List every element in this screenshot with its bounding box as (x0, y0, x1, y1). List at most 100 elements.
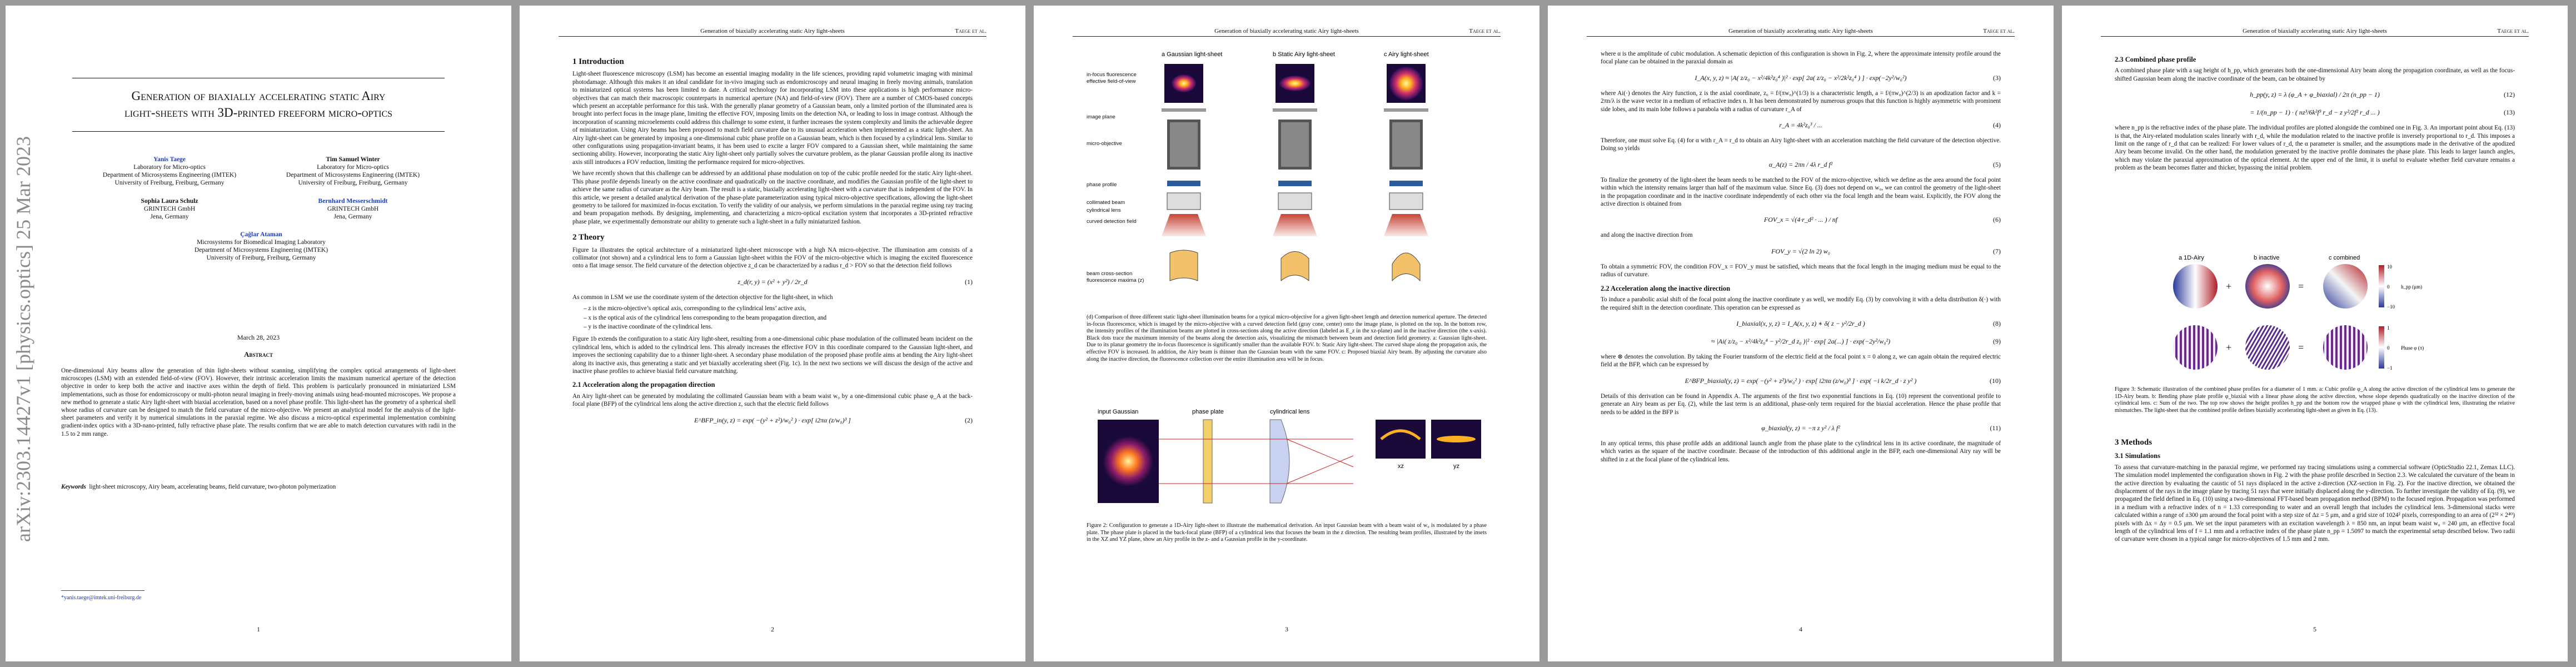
equation: r_A = 4k²z₀³ / ... (4) (1779, 121, 2001, 130)
bullet-item: – y is the inactive coordinate of the cy… (584, 323, 712, 330)
svg-text:1: 1 (2387, 325, 2390, 331)
paragraph: where n_pp is the refractive index of th… (2115, 125, 2515, 172)
paragraph: To induce a parabolic axial shift of the… (1601, 296, 2001, 311)
page-number: 3 (1285, 625, 1288, 633)
paragraph: An Airy light-sheet can be generated by … (572, 392, 973, 408)
fig1-label: micro-objective (1087, 141, 1122, 147)
equation: E^BFP_in(y, z) = exp( −(y² + z²)/w₀² ) ·… (694, 416, 973, 424)
airy-height-disc (2173, 264, 2218, 308)
author-name[interactable]: Bernhard Messerschmidt (318, 198, 388, 205)
page-4: .Generation of biaxially accelerating st… (1548, 6, 2054, 661)
running-head: .Generation of biaxially accelerating st… (1073, 28, 1501, 37)
figure-3: a 1D-Airy b inactive c combined + = 10 0… (2173, 255, 2424, 371)
paragraph: Figure 1a illustrates the optical archit… (572, 246, 973, 270)
airy-phase-disc (2173, 325, 2218, 370)
paragraph: To assess that curvature-matching in the… (2115, 464, 2515, 543)
paragraph: We have recently shown that this challen… (572, 170, 973, 225)
date: March 28, 2023 (237, 334, 280, 341)
column-top: 2.3 Combined phase profile A combined ph… (2115, 50, 2515, 176)
svg-text:−1: −1 (2387, 365, 2393, 371)
cylindrical-lens-shape (1269, 419, 1290, 504)
paragraph: Details of this derivation can be found … (1601, 392, 2001, 416)
page-2: .Generation of biaxially accelerating st… (520, 6, 1025, 661)
paper-title: Generation of biaxially accelerating sta… (124, 89, 393, 120)
equation: α_A(z) = 2πn / 4λ r_d f²(5) (1768, 160, 2001, 168)
fig3-title: a 1D-Airy (2179, 255, 2204, 261)
combined-height-disc (2323, 264, 2368, 308)
section-heading: 1 Introduction (572, 57, 624, 66)
page-5: .Generation of biaxially accelerating st… (2062, 6, 2568, 661)
section-heading: 2 Theory (572, 233, 605, 242)
paragraph: where Ai(·) denotes the Airy function, z… (1601, 89, 2001, 113)
figure-2-caption: Figure 2: Configuration to generate a 1D… (1087, 522, 1487, 543)
bullet-item: – x is the optical axis of the cylindric… (584, 314, 827, 321)
figure-1: a Gaussian light-sheet b Static Airy lig… (1087, 51, 1429, 283)
combined-phase-disc (2323, 325, 2368, 370)
svg-text:−10: −10 (2387, 304, 2395, 310)
author-name: Sophia Laura Schulz (141, 198, 198, 205)
subsection-heading: 2.2 Acceleration along the inactive dire… (1601, 284, 1731, 292)
running-head: .Generation of biaxially accelerating st… (559, 28, 986, 37)
inactive-phase-disc (2245, 325, 2290, 370)
abstract-text: One-dimensional Airy beams allow the gen… (61, 367, 456, 437)
page-1: arXiv:2303.14427v1 [physics.optics] 25 M… (6, 6, 511, 661)
author-name[interactable]: Çağlar Ataman (240, 231, 282, 238)
xz-inset (1376, 420, 1426, 459)
subsection-heading: 2.1 Acceleration along the propagation d… (572, 381, 715, 389)
author-5: Çağlar Ataman Microsystems for Biomedica… (170, 231, 353, 262)
panel-a-label: a Gaussian light-sheet (1162, 51, 1222, 58)
equation: h_pp(y, z) = λ (φ_A + φ_biaxial) / 2π (n… (2250, 91, 2515, 99)
fig1-label: beam cross-section (1087, 271, 1132, 277)
paragraph: Light-sheet fluorescence microscopy (LSM… (572, 71, 973, 166)
author-name[interactable]: Yanis Taege (153, 156, 186, 163)
fig1-label: phase profile (1087, 182, 1117, 188)
panel-a (1162, 64, 1206, 281)
fig1-label: image plane (1087, 114, 1115, 120)
column: 1 Introduction Light-sheet fluorescence … (572, 50, 973, 432)
equation: I_biaxial(x, y, z) = I_A(x, y, z) ∗ δ( z… (1736, 319, 2001, 327)
paragraph: To finalize the geometry of the light-sh… (1601, 176, 2001, 208)
column-bottom: 3 Methods 3.1 Simulations To assess that… (2115, 431, 2515, 547)
fig2-label: phase plate (1192, 409, 1224, 415)
author-name: Tim Samuel Winter (326, 156, 380, 163)
fig2-label: cylindrical lens (1270, 409, 1310, 415)
abstract-heading: Abstract (244, 350, 273, 359)
fig2-label: xz (1398, 463, 1404, 470)
inactive-height-disc (2245, 264, 2290, 308)
paragraph: and along the inactive direction from (1601, 232, 1693, 239)
svg-text:+: + (2226, 342, 2231, 353)
phase-plate-shape (1203, 419, 1213, 504)
equation: φ_biaxial(y, z) = −π z y² / λ f²(11) (1761, 424, 2001, 432)
page-number: 2 (771, 625, 774, 633)
equation: z_d(r, y) = (x² + y²) / 2r_d(1) (738, 277, 973, 286)
figure-3-caption: Figure 3: Schematic illustration of the … (2115, 386, 2515, 414)
paragraph: Figure 1b extends the configuration to a… (572, 336, 973, 375)
fig1-label: effective field-of-view (1087, 78, 1136, 84)
page-number: 1 (257, 625, 260, 633)
keywords: Keywords light-sheet microscopy, Airy be… (61, 484, 336, 490)
svg-text:10: 10 (2387, 264, 2393, 270)
author-2: Tim Samuel Winter Laboratory for Micro-o… (261, 156, 445, 187)
paragraph: where ⊗ denotes the convolution. By taki… (1601, 353, 2001, 369)
plus-sign: + (2226, 281, 2231, 292)
panel-b (1273, 64, 1317, 282)
equation: I_A(x, y, z) ≈ |A( z/z₀ − x²/4k²z₀⁴ )|² … (1695, 73, 2001, 82)
paragraph: As common in LSM we use the coordinate s… (572, 293, 833, 301)
bullet-item: – z is the micro-objective’s optical axi… (584, 305, 806, 312)
fig1-label: in-focus fluorescence (1087, 72, 1137, 78)
svg-text:0: 0 (2387, 284, 2390, 290)
paragraph: where α is the amplitude of cubic modula… (1601, 51, 2001, 66)
page-3: .Generation of biaxially accelerating st… (1034, 6, 1539, 661)
fig2-label: yz (1453, 463, 1459, 470)
footnote-email[interactable]: *yanis.taege@imtek.uni-freiburg.de (61, 595, 142, 601)
equation: E^BFP_biaxial(y, z) = exp( −(y² + z²)/w₀… (1685, 376, 2001, 385)
svg-text:=: = (2298, 342, 2304, 353)
fig1-label: cylindrical lens (1087, 207, 1121, 213)
running-head: .Generation of biaxially accelerating st… (2101, 28, 2529, 37)
fig1-label: collimated beam (1087, 200, 1125, 206)
title-rule-bottom (72, 131, 445, 132)
running-head: .Generation of biaxially accelerating st… (1587, 28, 2015, 37)
fig3-title: b inactive (2254, 255, 2279, 261)
